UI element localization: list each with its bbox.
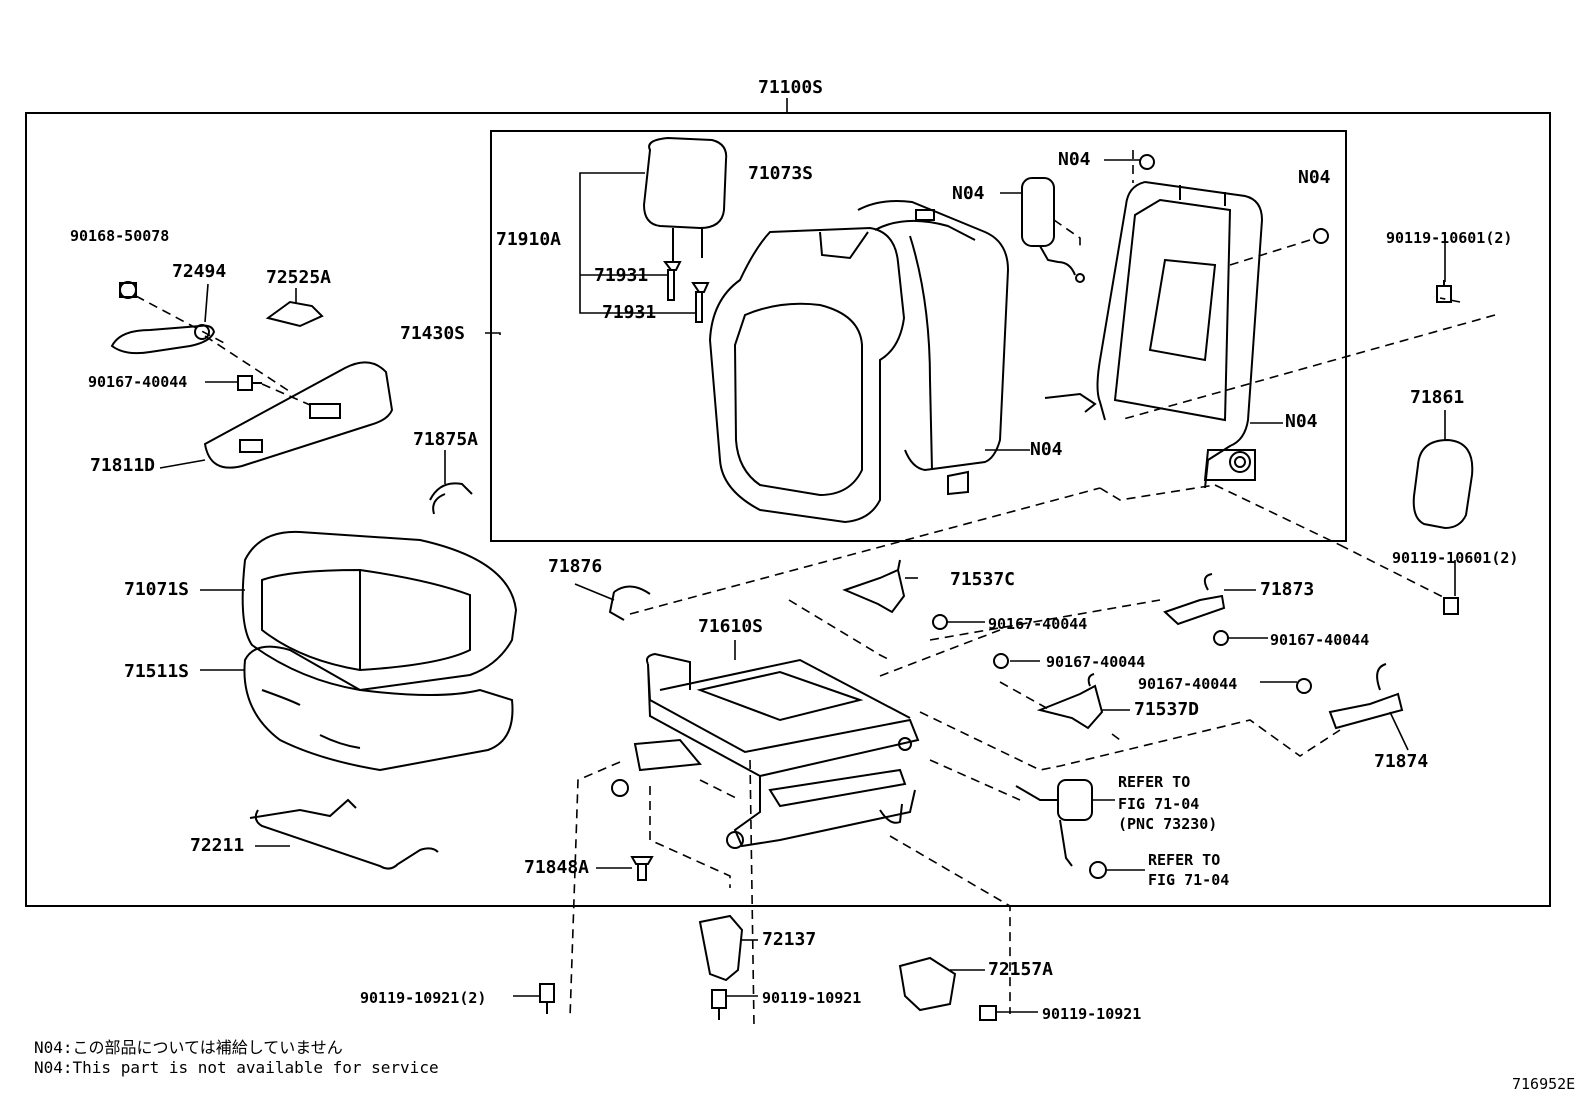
label-72494: 72494 — [172, 261, 227, 282]
cover-72157A-illustration — [898, 956, 957, 1012]
nut-n04-top-illustration — [1139, 154, 1155, 170]
label-71875A: 71875A — [413, 429, 479, 450]
label-71811D: 71811D — [90, 455, 156, 476]
label-71873: 71873 — [1260, 579, 1315, 600]
bracket-71537D-illustration — [1036, 673, 1104, 730]
label-71874: 71874 — [1374, 751, 1429, 772]
label-71100S: 71100S — [758, 77, 824, 98]
headrest-illustration — [642, 136, 728, 323]
cover-72137-illustration — [698, 914, 744, 982]
bolt-71848A-illustration — [630, 856, 654, 881]
label-71511S: 71511S — [124, 661, 190, 682]
shield-71811D-illustration — [203, 361, 394, 469]
label-90167-40044-d: 90167-40044 — [1046, 653, 1146, 671]
label-72137: 72137 — [762, 929, 817, 950]
bolt-90167-40044-d-illustration — [993, 653, 1009, 669]
airbag-module-illustration — [1021, 177, 1085, 283]
nut-refer-illustration — [1089, 861, 1107, 879]
seatback-frame-illustration — [1044, 181, 1264, 489]
label-refer1-line3: (PNC 73230) — [1118, 815, 1218, 833]
label-72211: 72211 — [190, 835, 245, 856]
bolt-90119-10921-b-illustration — [711, 989, 727, 1020]
label-71848A: 71848A — [524, 857, 590, 878]
label-71610S: 71610S — [698, 616, 764, 637]
label-n04-top: N04 — [1058, 149, 1091, 170]
buckle-illustration — [1015, 779, 1093, 867]
label-n04-back: N04 — [1030, 439, 1063, 460]
label-90167-40044-b: 90167-40044 — [988, 615, 1088, 633]
label-71430S: 71430S — [400, 323, 466, 344]
label-refer2-line2: FIG 71-04 — [1148, 871, 1230, 889]
cover-71861-illustration — [1412, 438, 1474, 530]
label-refer1-line2: FIG 71-04 — [1118, 795, 1200, 813]
clip-71875A-illustration — [429, 482, 473, 515]
label-71073S: 71073S — [748, 163, 814, 184]
label-71931-upper: 71931 — [594, 265, 649, 286]
label-refer2-line1: REFER TO — [1148, 851, 1221, 869]
bolt-90119-10601-b-illustration — [1443, 597, 1459, 615]
label-90167-40044-a: 90167-40044 — [88, 373, 188, 391]
label-90119-10921-a: 90119-10921(2) — [360, 989, 487, 1007]
bolt-90167-40044-c-illustration — [1213, 630, 1229, 646]
bolt-90167-40044-e-illustration — [1296, 678, 1312, 694]
label-71910A: 71910A — [496, 229, 562, 250]
bracket-71873-illustration — [1163, 573, 1226, 626]
figure-id: 716952E — [1512, 1075, 1576, 1093]
bolt-90167-40044-a-illustration — [237, 375, 262, 391]
label-90167-40044-e: 90167-40044 — [1138, 675, 1238, 693]
bracket-71537C-illustration — [842, 559, 906, 614]
label-90119-10921-b: 90119-10921 — [762, 989, 862, 1007]
label-90168-50078: 90168-50078 — [70, 227, 170, 245]
label-71537D: 71537D — [1134, 699, 1200, 720]
cushion-frame-71610S-illustration — [611, 652, 920, 849]
cushion-cover-71071S-illustration — [241, 530, 518, 692]
bolt-90119-10601-a-illustration — [1436, 280, 1452, 303]
cushion-pad-71511S-illustration — [243, 645, 514, 772]
label-71861: 71861 — [1410, 387, 1465, 408]
label-71931-lower: 71931 — [602, 302, 657, 323]
label-71876: 71876 — [548, 556, 603, 577]
hinge-cover-72494-illustration — [110, 324, 216, 355]
seatback-assembly-frame — [490, 130, 1347, 542]
clip-72525A-illustration — [265, 300, 324, 328]
label-90167-40044-c: 90167-40044 — [1270, 631, 1370, 649]
label-n04-frame: N04 — [1285, 411, 1318, 432]
label-n04-right: N04 — [1298, 167, 1331, 188]
bolt-90168-50078-illustration — [119, 281, 137, 299]
label-90119-10601-a: 90119-10601(2) — [1386, 229, 1513, 247]
outer-assembly-frame — [25, 112, 1551, 907]
seatback-cover-illustration — [708, 200, 1010, 524]
label-90119-10921-c: 90119-10921 — [1042, 1005, 1142, 1023]
label-72157A: 72157A — [988, 959, 1054, 980]
bolt-90119-10921-c-illustration — [979, 1005, 997, 1021]
label-90119-10601-b: 90119-10601(2) — [1392, 549, 1519, 567]
bolt-90119-10921-a-illustration — [539, 983, 555, 1014]
clip-71876-illustration — [608, 585, 651, 621]
nut-n04-right-illustration — [1313, 228, 1329, 244]
bracket-71874-illustration — [1328, 663, 1404, 730]
wire-72211-illustration — [249, 798, 439, 870]
label-n04-left: N04 — [952, 183, 985, 204]
label-refer1-line1: REFER TO — [1118, 773, 1191, 791]
bolt-90167-40044-b-illustration — [932, 614, 948, 630]
note-english: N04:This part is not available for servi… — [34, 1058, 439, 1077]
label-71537C: 71537C — [950, 569, 1016, 590]
label-72525A: 72525A — [266, 267, 332, 288]
label-71071S: 71071S — [124, 579, 190, 600]
note-japanese: N04:この部品については補給していません — [34, 1038, 343, 1057]
